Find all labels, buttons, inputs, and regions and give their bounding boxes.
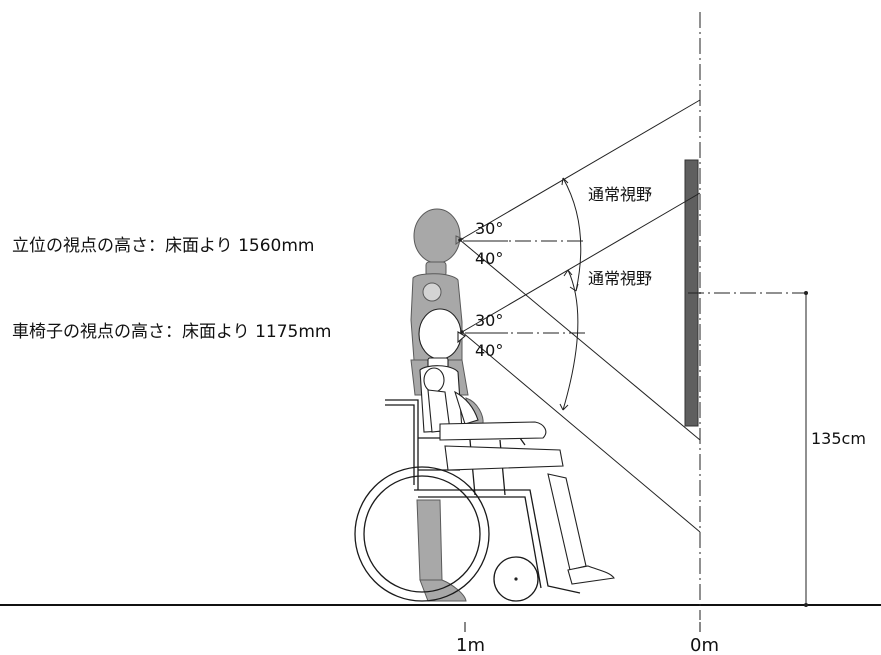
- angle-upper-wheelchair: 30°: [475, 311, 503, 330]
- angle-upper-standing: 30°: [475, 219, 503, 238]
- standing-sight-lines: [458, 99, 701, 441]
- wheelchair-user-figure: [418, 308, 615, 585]
- height-dim-label: 135cm: [811, 429, 866, 448]
- wheelchair: [354, 399, 581, 602]
- angle-lower-wheelchair: 40°: [475, 341, 503, 360]
- tick-0m-label: 0m: [690, 635, 719, 655]
- wheelchair-sight-lines: [460, 192, 701, 533]
- tick-1m-label: 1m: [456, 635, 485, 655]
- fov-label-lower: 通常視野: [588, 269, 652, 288]
- angle-lower-standing: 40°: [475, 249, 503, 268]
- fov-label-upper: 通常視野: [588, 185, 652, 204]
- height-dim-top-dot: [804, 291, 808, 295]
- height-dim-bottom-dot: [804, 603, 808, 607]
- wheelchair-eye-height-label: 車椅子の視点の高さ：床面より 1175mm: [12, 322, 331, 342]
- standing-eye-height-label: 立位の視点の高さ：床面より 1560mm: [12, 236, 314, 256]
